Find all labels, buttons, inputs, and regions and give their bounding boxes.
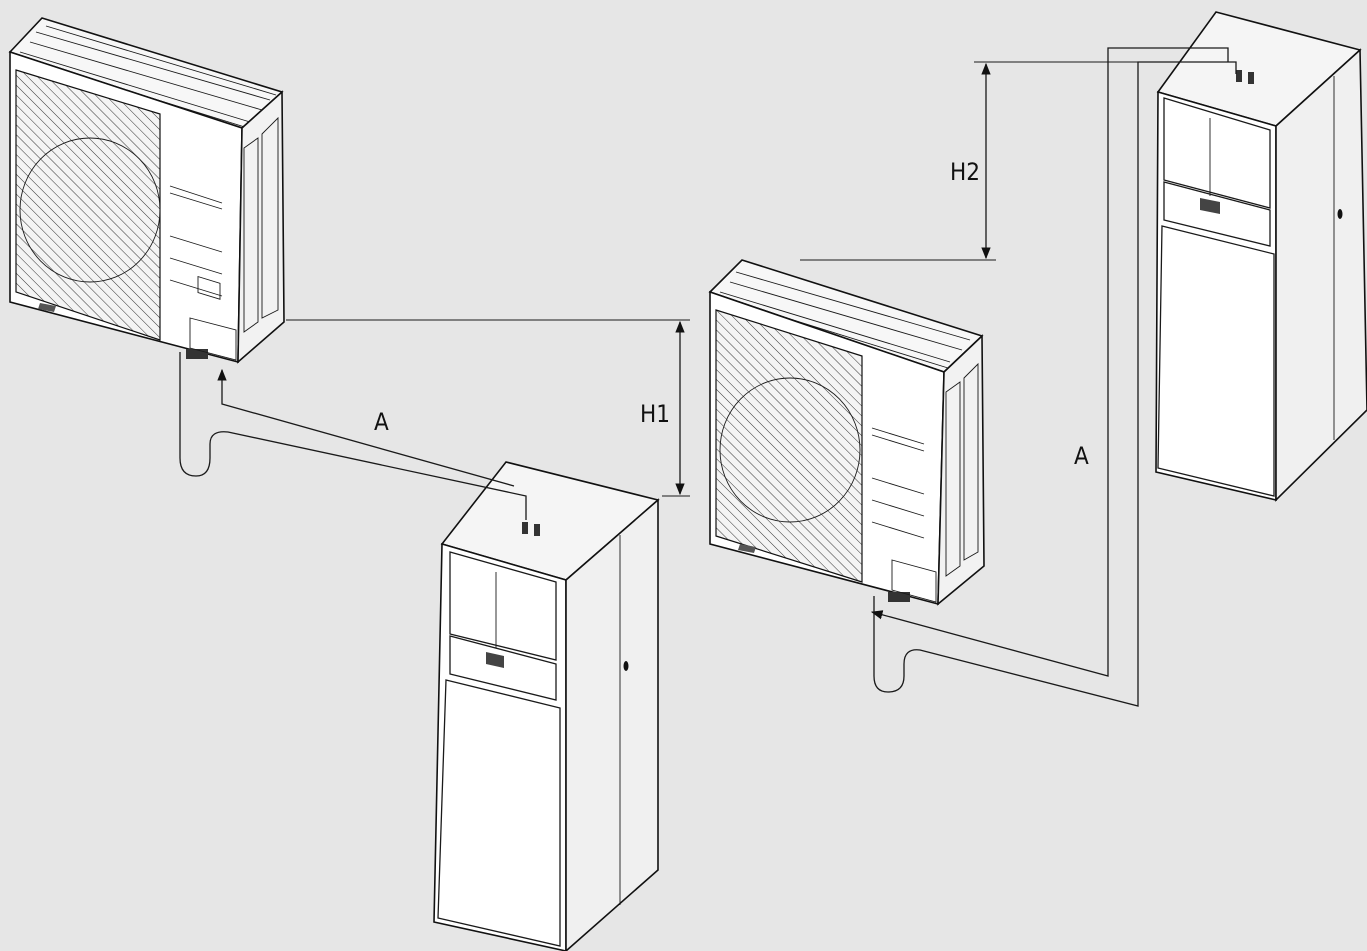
label-a-left: A <box>374 408 389 436</box>
outdoor-unit-left <box>8 17 285 364</box>
label-h1: H1 <box>640 400 670 428</box>
piping-right <box>870 47 1237 707</box>
dimension-h1 <box>286 319 690 497</box>
fan-grille-left <box>15 69 161 341</box>
label-h2: H2 <box>950 158 980 186</box>
dimension-h2 <box>800 61 1236 261</box>
indoor-unit-right <box>1155 11 1367 502</box>
outdoor-unit-right <box>708 259 985 606</box>
fan-grille-right <box>715 309 863 583</box>
indoor-unit-left <box>433 461 660 951</box>
valve-left <box>186 349 208 359</box>
piping-left <box>179 352 527 520</box>
valve-right <box>888 592 910 602</box>
label-a-right: A <box>1074 442 1089 470</box>
